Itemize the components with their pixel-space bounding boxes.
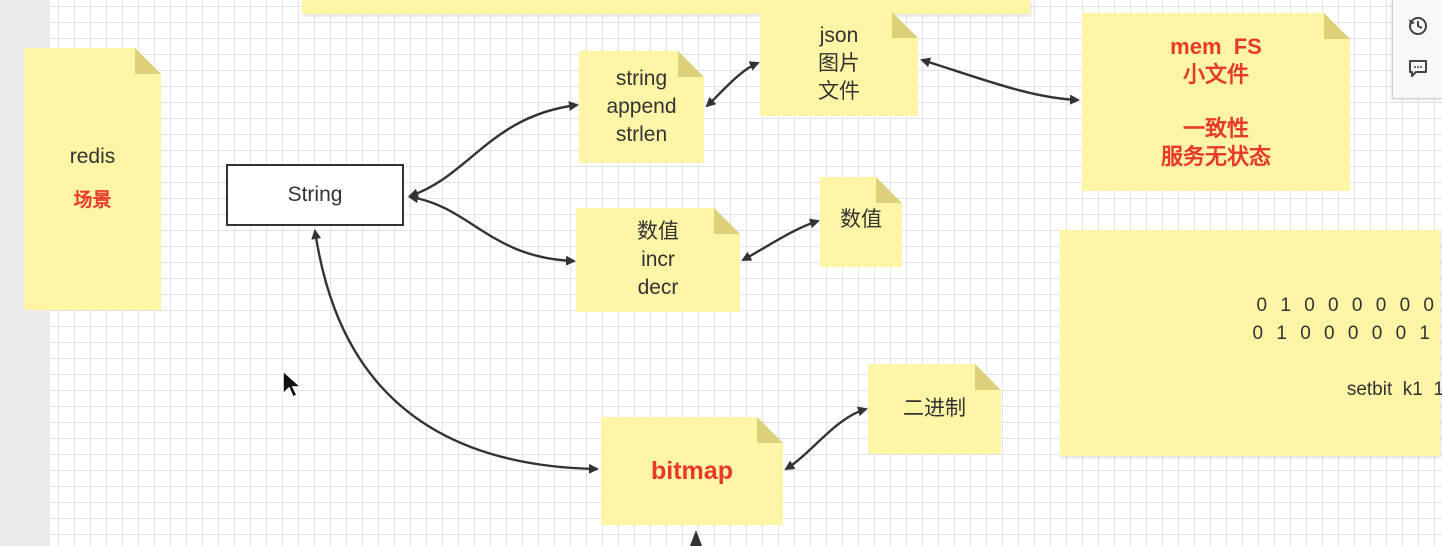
arrow-string-to-numeric-ops: [408, 193, 576, 266]
numeric-ops-line-3: decr: [637, 276, 679, 299]
json-line-2: 图片: [818, 52, 860, 75]
bitmap-note[interactable]: bitmap: [601, 417, 783, 525]
json-note[interactable]: json 图片 文件: [760, 12, 918, 116]
history-icon[interactable]: [1404, 12, 1432, 40]
bitmap-label: bitmap: [651, 457, 733, 485]
numeric-note[interactable]: 数值: [820, 177, 902, 267]
numeric-ops-line-2: incr: [641, 248, 675, 271]
binary-label: 二进制: [903, 397, 966, 420]
memfs-line-1: mem FS: [1170, 34, 1262, 59]
memfs-line-3: 一致性: [1182, 116, 1249, 141]
redis-title: redis: [69, 145, 116, 168]
string-ops-line-3: strlen: [615, 123, 668, 146]
arrow-json-to-memfs: [920, 57, 1080, 105]
string-node-label: String: [287, 183, 343, 206]
string-ops-line-1: string: [615, 67, 668, 90]
numeric-label: 数值: [840, 208, 882, 231]
arrow-string-to-bitmap: [311, 229, 599, 474]
arrow-bitmap-down-stub: [690, 530, 702, 546]
memfs-line-4: 服务无状态: [1160, 144, 1271, 169]
json-line-3: 文件: [818, 80, 860, 103]
string-node[interactable]: String: [226, 164, 404, 226]
json-line-1: json: [819, 24, 859, 47]
arrow-string-ops-to-json: [705, 61, 760, 108]
top-cropped-note[interactable]: [302, 0, 1030, 14]
arrow-numeric-ops-to-numeric: [741, 218, 820, 262]
memfs-note[interactable]: mem FS 小文件 一致性 服务无状态: [1082, 13, 1350, 191]
string-ops-line-2: append: [606, 95, 677, 118]
bits-line-1: 0 1 0 0 0 0 0 0: [1256, 295, 1438, 316]
redis-note[interactable]: redis 场景: [24, 48, 161, 310]
mouse-cursor-icon: [282, 370, 303, 399]
binary-note[interactable]: 二进制: [868, 364, 1001, 454]
redis-subtitle: 场景: [73, 190, 112, 211]
numeric-ops-line-1: 数值: [637, 220, 679, 243]
bits-line-2: 0 1 0 0 0 0 0 1: [1252, 323, 1434, 344]
side-toolbar: [1392, 0, 1442, 99]
arrow-string-to-string-ops: [408, 101, 579, 199]
arrow-bitmap-to-binary: [784, 406, 868, 471]
bits-note[interactable]: 0 1 0 0 0 0 0 0 0 1 0 0 0 0 0 1 setbit k…: [1060, 230, 1442, 456]
memfs-line-2: 小文件: [1182, 62, 1249, 87]
comment-icon[interactable]: [1404, 54, 1432, 82]
bits-command: setbit k1 1: [1346, 379, 1442, 400]
